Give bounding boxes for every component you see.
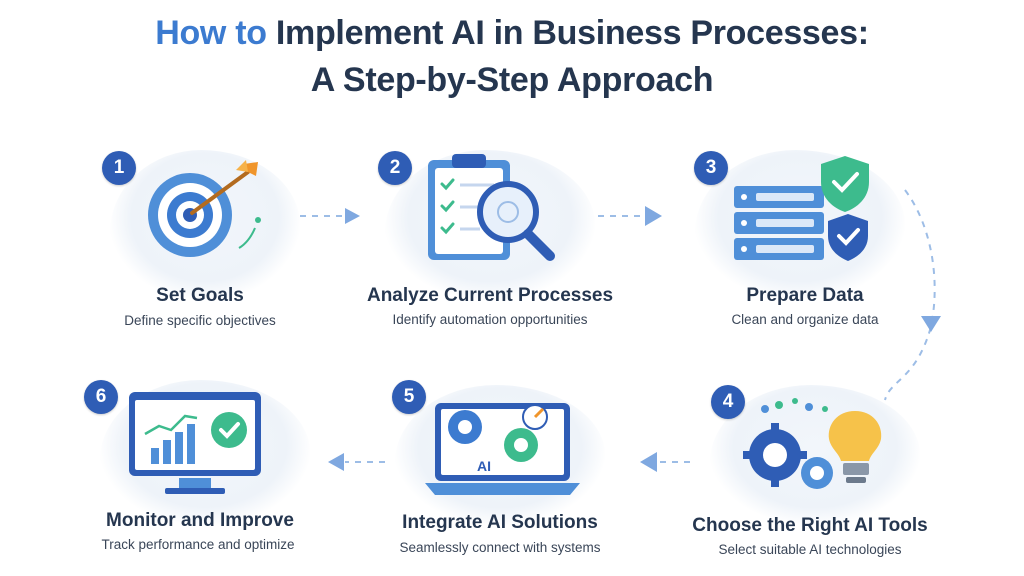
- step-5-description: Seamlessly connect with systems: [399, 540, 601, 555]
- clipboard-magnifier-icon: [428, 154, 555, 261]
- step-6-title: Monitor and Improve: [106, 510, 294, 531]
- server-shield-icon: [734, 156, 869, 261]
- step-4-description: Select suitable AI technologies: [718, 542, 902, 557]
- step-4-title: Choose the Right AI Tools: [692, 515, 928, 536]
- step-1-title: Set Goals: [156, 285, 244, 306]
- page-title-line-1: How to Implement AI in Business Processe…: [0, 14, 1024, 53]
- step-2-description: Identify automation opportunities: [392, 312, 588, 327]
- arrow-head-4-5: [640, 452, 657, 472]
- step-5-title: Integrate AI Solutions: [402, 512, 598, 533]
- title-accent: How to: [155, 14, 267, 52]
- monitor-chart-icon: [129, 392, 261, 494]
- gears-lightbulb-icon: [743, 398, 882, 489]
- step-1-description: Define specific objectives: [124, 313, 276, 328]
- step-1-badge: 1: [102, 151, 136, 185]
- step-3-title: Prepare Data: [746, 285, 864, 306]
- step-6-badge: 6: [84, 380, 118, 414]
- step-6-description: Track performance and optimize: [101, 537, 295, 552]
- step-5-badge: 5: [392, 380, 426, 414]
- title-main: Implement AI in Business Processes:: [275, 14, 869, 52]
- arrow-head-5-6: [328, 453, 344, 471]
- step-4-badge: 4: [711, 385, 745, 419]
- svg-text:AI: AI: [477, 458, 491, 474]
- connector-3-4: [884, 189, 936, 401]
- step-2-badge: 2: [378, 151, 412, 185]
- arrow-head-2-3: [645, 206, 662, 226]
- target-icon: [148, 160, 261, 257]
- step-2-title: Analyze Current Processes: [366, 285, 614, 306]
- step-3-description: Clean and organize data: [731, 312, 879, 327]
- page-title-line-2: A Step-by-Step Approach: [310, 61, 714, 99]
- arrow-head-1-2: [345, 208, 360, 224]
- step-3-badge: 3: [694, 151, 728, 185]
- laptop-gears-icon: AI: [425, 403, 580, 495]
- arrow-head-3-4: [921, 316, 941, 332]
